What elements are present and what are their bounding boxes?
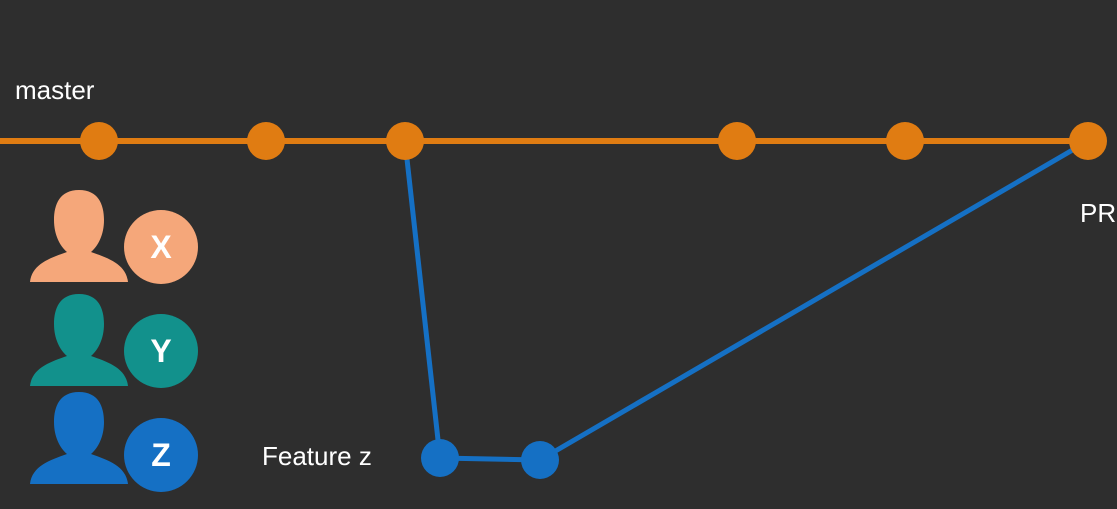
master-label: master (15, 75, 95, 105)
user-z: Z (24, 392, 204, 492)
pr-merge-commit (1069, 122, 1107, 160)
user-z-badge: Z (124, 418, 198, 492)
master-commit (80, 122, 118, 160)
feature-label: Feature z (262, 441, 372, 471)
feature-commit (521, 441, 559, 479)
feature-merge-line (538, 138, 1090, 463)
user-x: X (24, 190, 204, 290)
master-commit (718, 122, 756, 160)
person-icon (30, 190, 128, 282)
person-icon (30, 392, 128, 484)
master-commit (886, 122, 924, 160)
person-icon (30, 294, 128, 386)
feature-commit (421, 439, 459, 477)
pr-label: PR (1080, 198, 1117, 228)
user-y-badge: Y (124, 314, 198, 388)
feature-branch-out-line (402, 140, 443, 459)
user-x-badge: X (124, 210, 198, 284)
user-y: Y (24, 294, 204, 394)
master-commit (386, 122, 424, 160)
master-commit (247, 122, 285, 160)
